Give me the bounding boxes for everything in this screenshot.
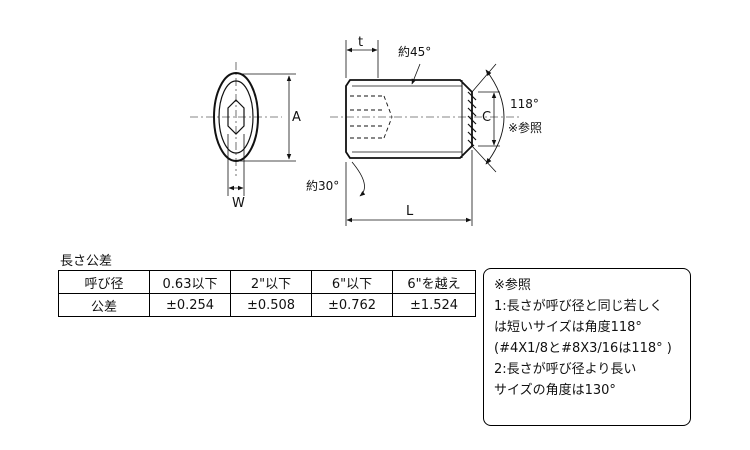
note-line: 1:長さが呼び径と同じ若しく: [494, 299, 663, 314]
table-cell: 公差: [58, 293, 150, 317]
tolerance-table: 呼び径 0.63以下 2"以下 6"以下 6"を越え 公差 ±0.254 ±0.…: [58, 270, 476, 317]
dim-t-label: t: [358, 35, 363, 50]
table-cell: ±1.524: [392, 293, 476, 317]
table-cell: ±0.508: [230, 293, 312, 317]
angle-118-label: 118°: [510, 97, 539, 111]
dim-c-label: C: [482, 110, 491, 125]
table-cell: ±0.762: [311, 293, 393, 317]
angle-30-label: 約30°: [306, 178, 339, 193]
table-row: 公差 ±0.254 ±0.508 ±0.762 ±1.524: [58, 293, 476, 317]
table-cell: 呼び径: [58, 270, 150, 294]
reference-note-box: ※参照 1:長さが呼び径と同じ若しく は短いサイズは角度118° (#4X1/8…: [483, 268, 691, 426]
note-line: 2:長さが呼び径より長い: [494, 362, 637, 377]
dim-l-label: L: [406, 204, 414, 219]
table-cell: 6"以下: [311, 270, 393, 294]
table-cell: 2"以下: [230, 270, 312, 294]
table-cell: 0.63以下: [149, 270, 231, 294]
dim-w-label: W: [232, 196, 245, 211]
dim-a-label: A: [292, 110, 301, 125]
tolerance-title: 長さ公差: [60, 254, 113, 269]
note-line: は短いサイズは角度118°: [494, 320, 642, 335]
angle-45-label: 約45°: [398, 44, 431, 59]
table-header-row: 呼び径 0.63以下 2"以下 6"以下 6"を越え: [58, 270, 476, 294]
ref-note-label: ※参照: [508, 120, 542, 135]
side-view: [330, 40, 520, 226]
note-line: ※参照: [494, 278, 531, 293]
note-line: (#4X1/8と#8X3/16は118° ): [494, 341, 672, 356]
note-line: サイズの角度は130°: [494, 383, 616, 398]
end-view: [190, 62, 296, 196]
table-cell: ±0.254: [149, 293, 231, 317]
table-cell: 6"を越え: [392, 270, 476, 294]
